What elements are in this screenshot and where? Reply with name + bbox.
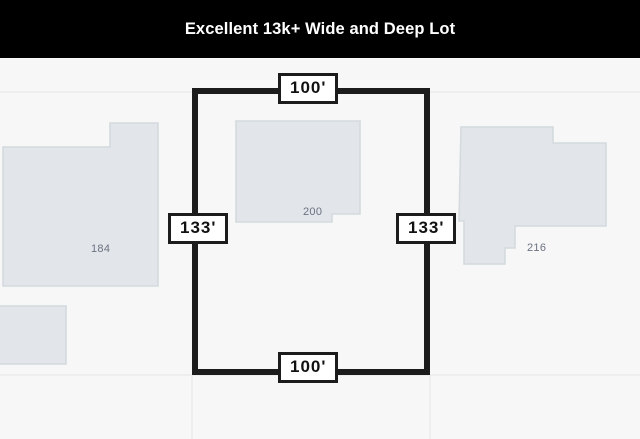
dimension-label-bottom: 100'	[278, 352, 339, 383]
page-title: Excellent 13k+ Wide and Deep Lot	[184, 19, 456, 38]
map-canvas[interactable]: 184 200 216	[0, 58, 640, 439]
dimension-label-right: 133'	[396, 213, 457, 244]
map-vector-layer	[0, 88, 640, 439]
header-banner: Excellent 13k+ Wide and Deep Lot	[0, 0, 640, 58]
building-polygon-200	[235, 120, 361, 223]
building-polygon-unlabeled-small	[0, 305, 67, 365]
dimension-label-top: 100'	[278, 73, 339, 104]
building-label-200: 200	[303, 206, 323, 218]
dimension-label-left: 133'	[168, 213, 229, 244]
building-polygon-216	[458, 126, 607, 265]
building-label-184: 184	[91, 243, 111, 255]
building-label-216: 216	[527, 242, 547, 254]
building-polygon-184	[2, 122, 159, 287]
